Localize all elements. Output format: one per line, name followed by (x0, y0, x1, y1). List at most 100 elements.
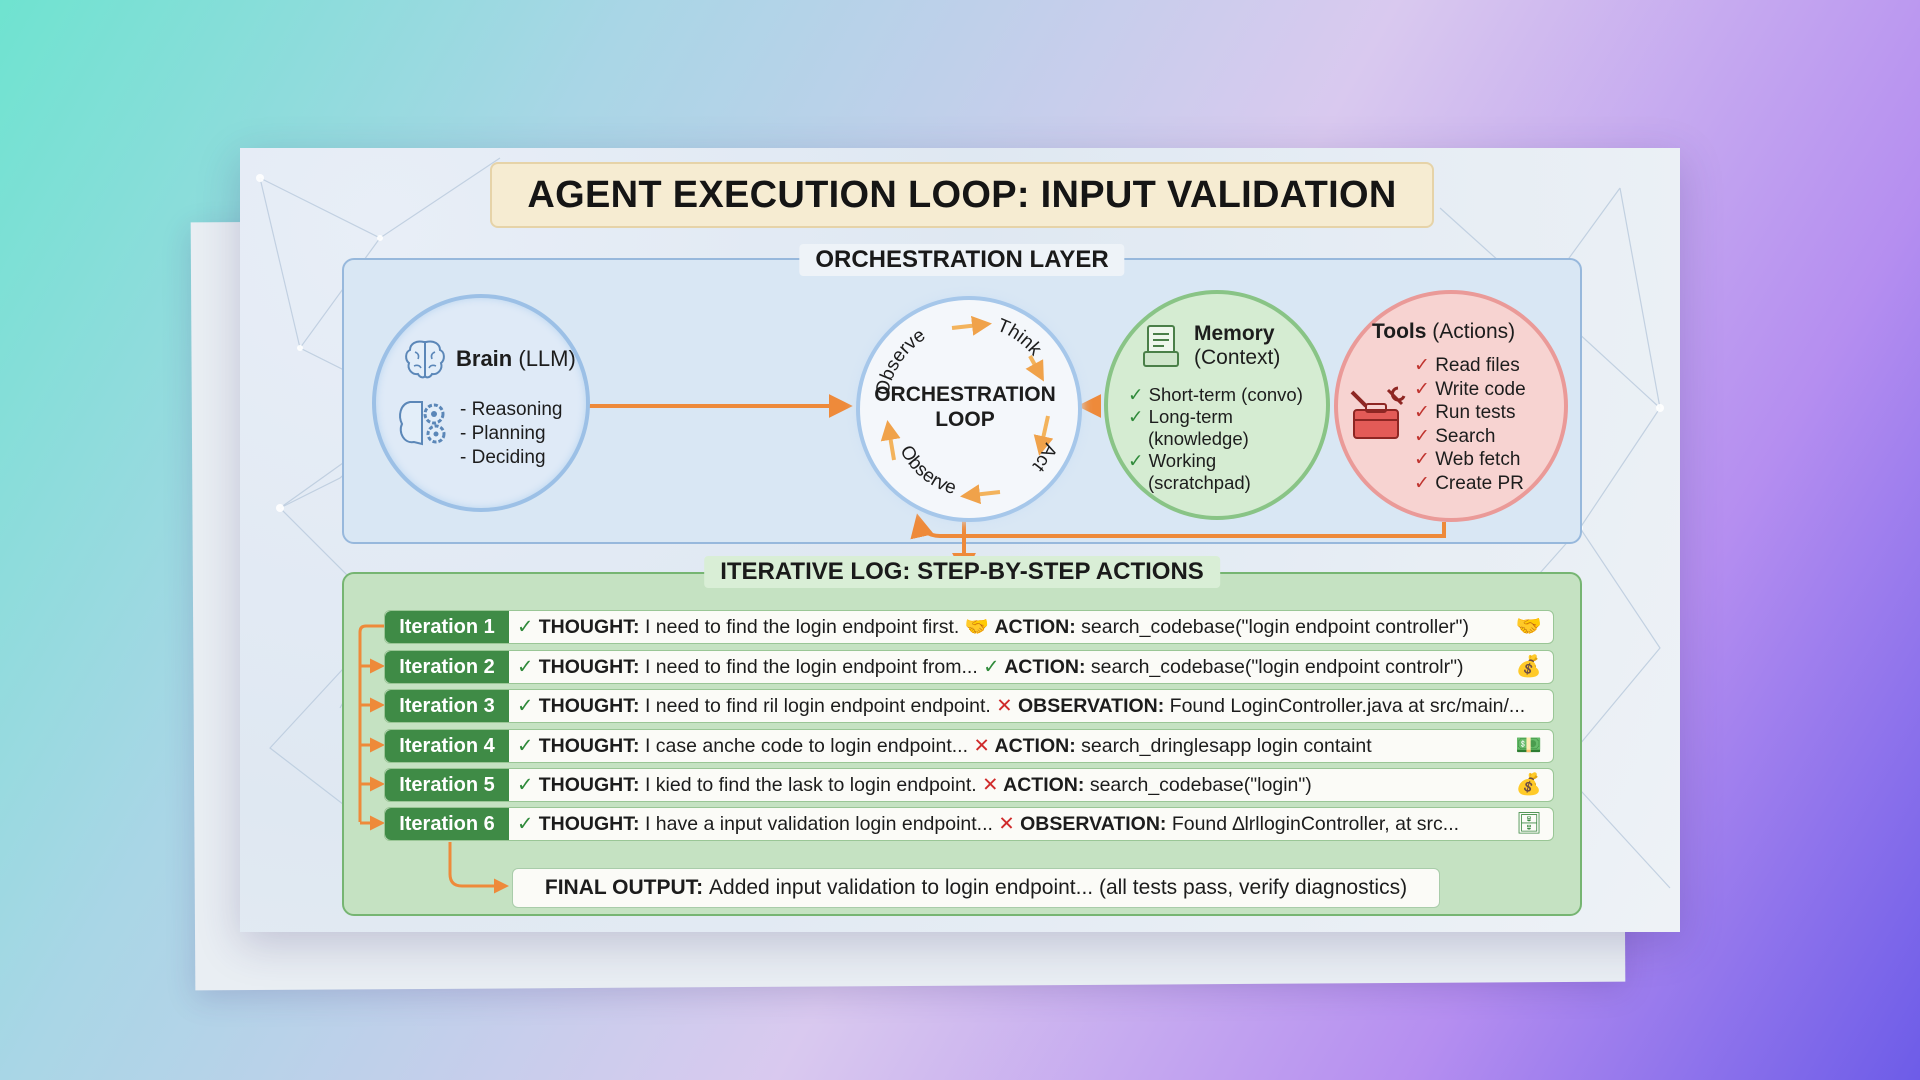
step-kind-label: ACTION: (994, 616, 1076, 638)
step-kind-label: ACTION: (1004, 656, 1086, 678)
check-icon: ✓ (1414, 402, 1430, 423)
memory-item-knowledge: (knowledge) (1148, 428, 1249, 449)
table-row: Iteration 3✓ THOUGHT: I need to find ril… (384, 689, 1554, 723)
brain-item-reasoning: - Reasoning (460, 399, 563, 420)
memory-item-short-term: Short-term (convo) (1148, 384, 1303, 405)
diagram-title: AGENT EXECUTION LOOP: INPUT VALIDATION (490, 162, 1434, 228)
memory-circle: Memory (Context) ✓ Short-term (convo) ✓ … (1104, 290, 1330, 520)
money-bag-icon: 💰 (1515, 655, 1543, 678)
tools-item-read-files: Read files (1435, 355, 1520, 376)
step-detail: Found ∆lrlloginController, at src... (1171, 813, 1460, 835)
brain-circle: Brain (LLM) - Reasoning - Planning - Dec… (372, 294, 590, 512)
loop-center-line2: LOOP (935, 408, 995, 431)
check-icon: ✓ (517, 616, 539, 638)
memory-subtitle: (Context) (1194, 346, 1281, 369)
tools-item-web-fetch: Web fetch (1435, 449, 1521, 470)
memory-item-working: Working (1148, 450, 1217, 471)
orchestration-layer: ORCHESTRATION LAYER Brain (LLM) (342, 244, 1582, 577)
check-icon: ✓ (1128, 384, 1144, 405)
cross-icon: ✕ (996, 695, 1018, 717)
step-detail: search_dringlesapp login containt (1081, 735, 1372, 757)
tools-item-search: Search (1435, 425, 1496, 447)
iteration-text: ✓ THOUGHT: I kied to find the lask to lo… (517, 769, 1312, 801)
loop-cycle-arrows: Observe Think Act Observe (872, 315, 1061, 505)
iteration-text: ✓ THOUGHT: I need to find the login endp… (517, 611, 1469, 643)
check-icon: ✓ (1414, 355, 1430, 376)
step-detail: Found LoginController.java at src/main/.… (1169, 695, 1526, 717)
iterative-log-title: ITERATIVE LOG: STEP-BY-STEP ACTIONS (704, 556, 1220, 588)
tools-circle: Tools (Actions) ✓ Read files ✓ Write cod… (1334, 290, 1568, 522)
server-icon: 🗄 (1515, 812, 1543, 835)
table-row: Iteration 5✓ THOUGHT: I kied to find the… (384, 768, 1554, 802)
iteration-text: ✓ THOUGHT: I need to find the login endp… (517, 651, 1464, 683)
thought-label: THOUGHT: (538, 656, 640, 678)
toolbox-icon (1350, 386, 1406, 439)
gears-head-icon (399, 401, 446, 446)
tools-item-write-code: Write code (1435, 378, 1526, 400)
money-bag-icon: 💰 (1515, 773, 1543, 796)
final-output-text: Added input validation to login endpoint… (709, 876, 1408, 899)
step-kind-label: OBSERVATION: (1017, 695, 1165, 717)
check-icon: ✓ (1414, 378, 1430, 400)
thought-text: I have a input validation login endpoint… (644, 813, 993, 835)
iterative-log: ITERATIVE LOG: STEP-BY-STEP ACTIONS Iter… (342, 556, 1582, 916)
check-icon: ✓ (983, 656, 1005, 678)
table-row: Iteration 2✓ THOUGHT: I need to find the… (384, 650, 1554, 684)
check-icon: ✓ (517, 774, 539, 796)
loop-label-think: Think (994, 315, 1046, 360)
handshake-icon: 🤝 (964, 616, 995, 638)
cross-icon: ✕ (973, 735, 995, 757)
iteration-text: ✓ THOUGHT: I case anche code to login en… (517, 730, 1372, 762)
brain-subtitle: (LLM) (518, 346, 576, 371)
table-row: Iteration 1✓ THOUGHT: I need to find the… (384, 610, 1554, 644)
check-icon: ✓ (1414, 472, 1430, 494)
tools-return-arrow (910, 513, 1446, 540)
check-icon: ✓ (517, 813, 539, 835)
log-flow-arrows (358, 624, 509, 894)
cross-icon: ✕ (998, 813, 1021, 835)
iteration-label: Iteration 3 (385, 690, 509, 722)
check-icon: ✓ (1128, 406, 1144, 427)
step-detail: search_codebase("login endpoint controlr… (1090, 656, 1464, 678)
iteration-text: ✓ THOUGHT: I have a input validation log… (517, 808, 1459, 840)
check-icon: ✓ (1414, 449, 1430, 470)
step-detail: search_codebase("login") (1089, 774, 1312, 796)
cash-icon: 💵 (1515, 734, 1543, 757)
loop-label-act: Act (1028, 440, 1061, 476)
svg-text:Observe: Observe (895, 442, 958, 499)
check-icon: ✓ (517, 656, 539, 678)
tools-item-run-tests: Run tests (1435, 402, 1516, 423)
thought-text: I need to find the login endpoint first. (644, 616, 960, 638)
svg-text:Act: Act (1028, 440, 1061, 476)
step-kind-label: ACTION: (994, 735, 1076, 757)
cross-icon: ✕ (982, 774, 1004, 796)
iteration-label: Iteration 2 (385, 651, 509, 683)
thought-label: THOUGHT: (538, 695, 640, 717)
orchestration-loop-circle: Observe Think Act Observe ORCHESTRATION … (856, 296, 1082, 522)
brain-item-deciding: - Deciding (460, 447, 546, 468)
thought-label: THOUGHT: (538, 735, 640, 757)
memory-item-long-term: Long-term (1148, 406, 1233, 427)
thought-text: I kied to find the lask to login endpoin… (644, 774, 977, 796)
memory-item-scratchpad: (scratchpad) (1148, 472, 1251, 493)
table-row: Iteration 6✓ THOUGHT: I have a input val… (384, 807, 1554, 841)
brain-title: Brain (456, 346, 513, 371)
step-kind-label: ACTION: (1003, 774, 1085, 796)
iteration-label: Iteration 5 (385, 769, 509, 801)
step-detail: search_codebase("login endpoint controll… (1081, 616, 1469, 638)
final-output: FINAL OUTPUT: Added input validation to … (512, 868, 1440, 908)
iteration-label: Iteration 6 (385, 808, 509, 840)
check-icon: ✓ (1128, 450, 1144, 471)
check-icon: ✓ (1414, 425, 1430, 447)
diagram-slide: AGENT EXECUTION LOOP: INPUT VALIDATION O… (240, 148, 1680, 932)
loop-label-observe-bottom: Observe (895, 442, 958, 499)
iteration-label: Iteration 4 (385, 730, 509, 762)
brain-item-planning: - Planning (460, 423, 546, 444)
memory-title: Memory (1194, 322, 1275, 345)
loop-center-line1: ORCHESTRATION (874, 383, 1056, 406)
orchestration-layer-title: ORCHESTRATION LAYER (799, 244, 1125, 276)
check-icon: ✓ (517, 695, 539, 717)
check-icon: ✓ (517, 735, 539, 757)
iteration-label: Iteration 1 (385, 611, 509, 643)
step-kind-label: OBSERVATION: (1020, 813, 1167, 835)
